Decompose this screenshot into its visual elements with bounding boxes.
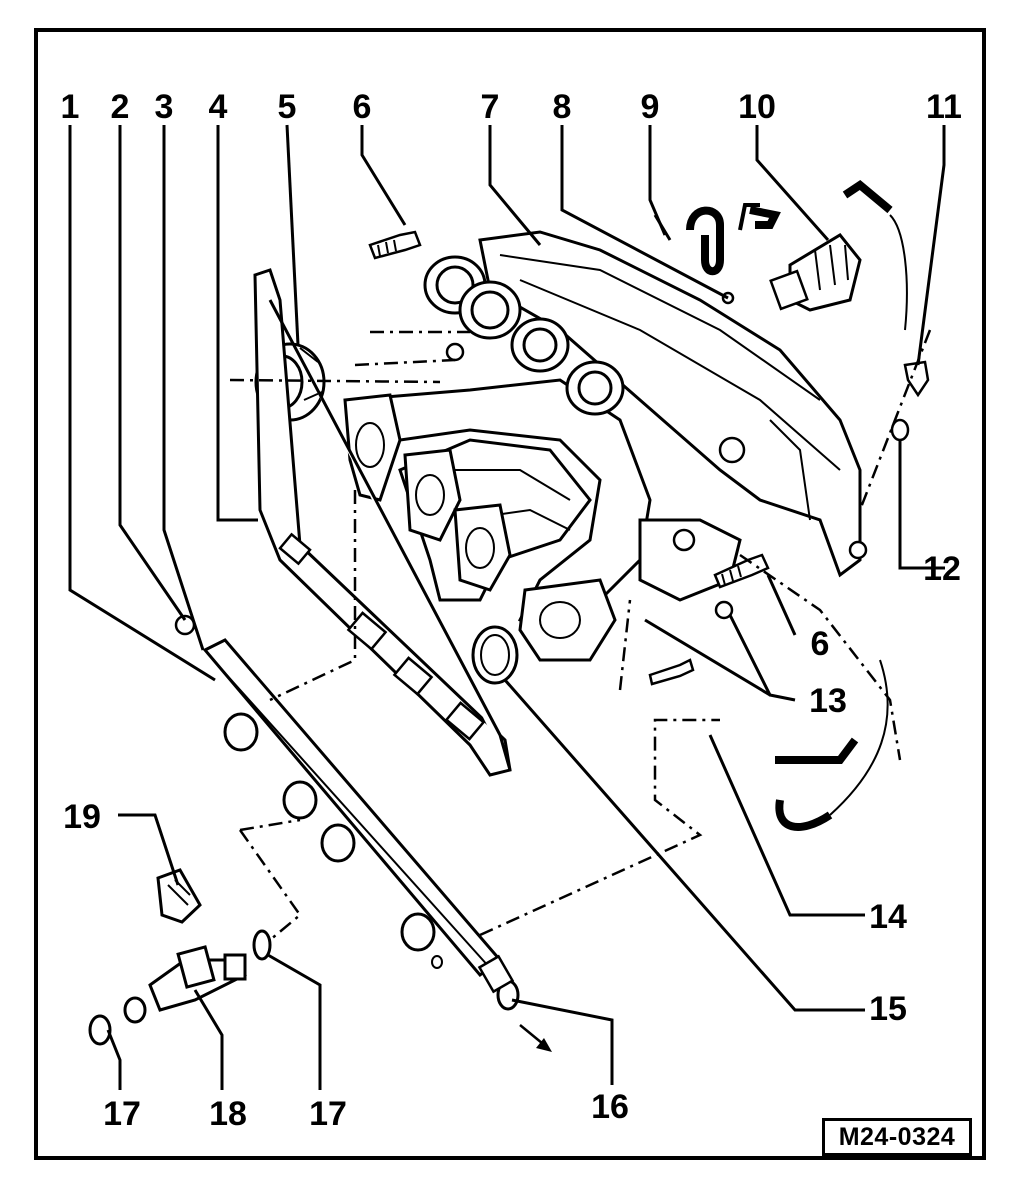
callout-8: 8: [553, 88, 572, 126]
figure-id-badge: M24-0324: [822, 1118, 972, 1156]
callout-16: 16: [591, 1088, 629, 1126]
callout-4: 4: [209, 88, 228, 126]
callout-1: 1: [61, 88, 80, 126]
callout-17-right: 17: [309, 1095, 347, 1133]
callout-10: 10: [738, 88, 776, 126]
intake-manifold: [343, 230, 868, 662]
callout-3: 3: [155, 88, 174, 126]
callout-13: 13: [809, 682, 847, 720]
callout-6-right: 6: [811, 625, 830, 663]
callout-7: 7: [481, 88, 500, 126]
bolt-11: [903, 360, 930, 398]
callout-6-top: 6: [353, 88, 372, 126]
o-ring: [471, 625, 519, 685]
bolt-13: [648, 658, 695, 686]
callout-12: 12: [923, 550, 961, 588]
callout-9: 9: [641, 88, 660, 126]
leader-lines: [68, 124, 946, 1090]
callout-17-left: 17: [103, 1095, 141, 1133]
callout-11: 11: [926, 88, 962, 126]
callout-18: 18: [209, 1095, 247, 1133]
assembly-lines: [229, 329, 932, 941]
injector-bracket: [253, 268, 512, 777]
injector: [88, 945, 247, 1046]
bolt-6-upper: [368, 230, 422, 260]
callout-labels: 1 2 3 4 5 6 7 8 9 10 11 12 6 13 14 15 16…: [61, 88, 962, 1133]
retaining-clip: [156, 868, 202, 924]
callout-15: 15: [869, 990, 907, 1028]
fuel-rail: [202, 638, 520, 1011]
callout-14: 14: [869, 898, 907, 936]
vacuum-hose: [686, 180, 908, 831]
electrical-connector: [769, 233, 862, 312]
callout-2: 2: [111, 88, 130, 126]
callout-19: 19: [63, 798, 101, 836]
seal-ring-upper: [252, 929, 272, 961]
washer-13: [714, 600, 734, 620]
diagram-frame: [34, 28, 986, 1160]
callout-5: 5: [278, 88, 297, 126]
